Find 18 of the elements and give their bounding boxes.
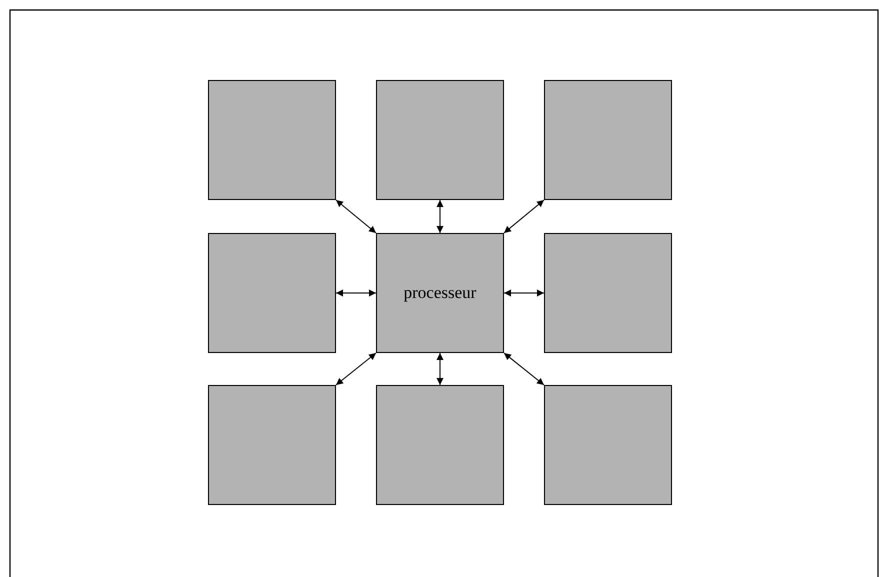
empty-box [376, 80, 504, 200]
processor-box [376, 233, 504, 353]
empty-box [208, 233, 336, 353]
empty-box [208, 80, 336, 200]
empty-box [376, 385, 504, 505]
empty-box [208, 385, 336, 505]
double-arrow [504, 290, 544, 296]
double-arrow [336, 290, 376, 296]
double-arrow [336, 200, 376, 234]
double-arrow [336, 352, 376, 386]
double-arrow [436, 352, 444, 386]
double-arrow [504, 200, 544, 234]
double-arrow [436, 200, 444, 234]
double-arrow [504, 352, 544, 386]
empty-box [544, 385, 672, 505]
empty-box [544, 233, 672, 353]
empty-box [544, 80, 672, 200]
box-label: processeur [404, 283, 476, 303]
